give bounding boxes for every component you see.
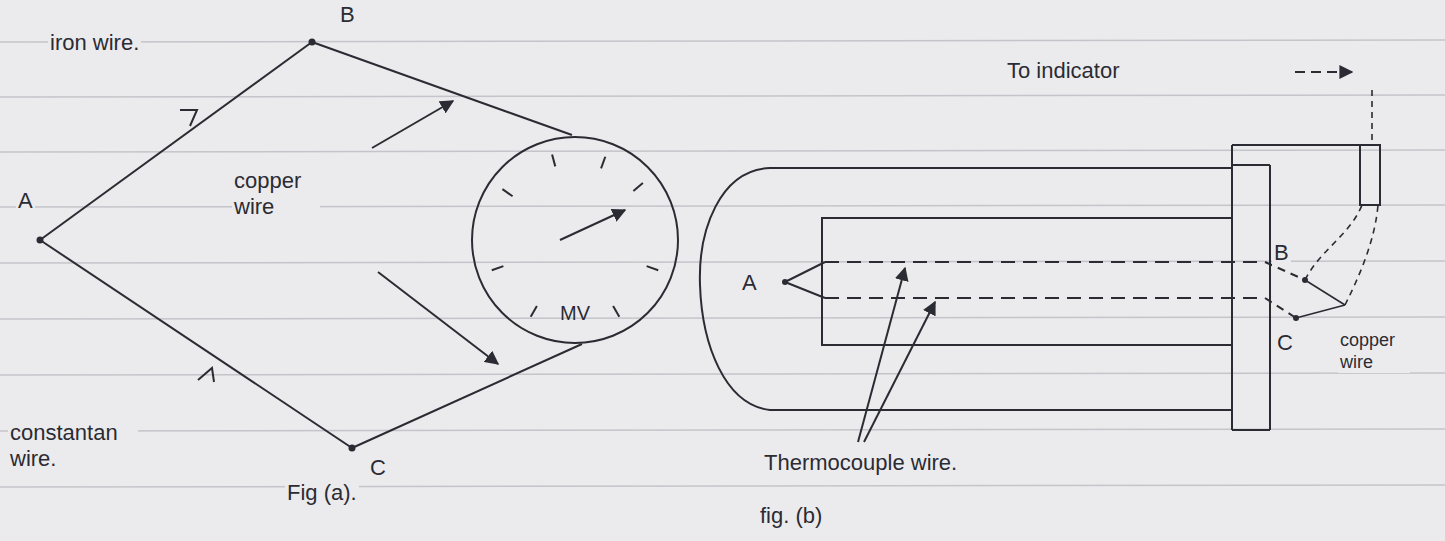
dial-tick — [492, 266, 504, 270]
ruled-line — [0, 40, 1445, 42]
point-label: B — [338, 2, 357, 28]
wire-label: copper wire — [1338, 330, 1410, 373]
dial-needle — [560, 210, 625, 240]
ruled-line — [0, 95, 1445, 97]
thermocouple-wire — [1265, 298, 1296, 318]
ruled-line — [0, 205, 1445, 207]
wire — [40, 42, 582, 448]
leader-line — [378, 272, 498, 364]
thermocouple-wire — [785, 282, 825, 298]
point-label: C — [368, 455, 388, 481]
meter-dial: MV — [470, 135, 680, 345]
leader-line — [372, 101, 453, 148]
dial-tick — [502, 189, 512, 196]
leader-line — [858, 268, 905, 442]
probe-body — [1232, 145, 1380, 205]
junction-dot — [37, 39, 356, 452]
junction-dot — [782, 277, 1308, 321]
point-label: C — [1275, 330, 1295, 356]
copper-wire — [1371, 90, 1373, 140]
probe-body — [1232, 164, 1270, 166]
wire-label: Thermocouple wire. — [762, 450, 959, 476]
ruled-line — [0, 317, 1445, 319]
copper-wire — [1305, 280, 1345, 305]
wire — [352, 344, 582, 448]
ruled-line — [0, 429, 1445, 431]
dial-tick — [552, 154, 555, 166]
probe-body — [1232, 429, 1270, 431]
figure-caption: fig. (b) — [758, 503, 824, 529]
leader-line — [864, 302, 935, 442]
junction-dot — [1302, 277, 1308, 283]
copper-wire — [1345, 205, 1378, 305]
dial-tick — [531, 306, 537, 317]
probe-body — [1269, 165, 1271, 430]
leader-line — [372, 101, 498, 364]
probe-body — [822, 218, 1232, 345]
leader-line — [858, 72, 1352, 442]
probe-body — [1231, 145, 1233, 430]
junction-dot — [782, 279, 788, 285]
ruled-line — [0, 40, 1445, 487]
wire-label: iron wire. — [48, 30, 141, 56]
wire — [40, 240, 352, 448]
junction-dot — [309, 39, 316, 46]
thermocouple-wire — [785, 262, 825, 282]
copper-wire — [1305, 205, 1362, 280]
junction-dot — [1293, 315, 1299, 321]
leader-line — [1295, 71, 1352, 73]
copper-wire — [1296, 305, 1345, 318]
dial-tick — [613, 306, 619, 317]
thermocouple-wire — [785, 262, 1305, 318]
junction-dot — [37, 237, 44, 244]
ruled-line — [0, 261, 1445, 263]
current-arrow — [180, 110, 214, 382]
thermocouple-wire — [825, 297, 1265, 299]
probe-body — [700, 168, 1232, 410]
point-label: B — [1272, 240, 1291, 266]
dial-tick — [647, 266, 659, 270]
junction-dot — [349, 445, 356, 452]
copper-wire — [1296, 90, 1378, 318]
ruled-line — [0, 485, 1445, 487]
wire-label: copper wire — [232, 168, 320, 221]
point-label: A — [16, 188, 35, 214]
current-arrow — [180, 110, 197, 126]
current-arrow — [198, 368, 214, 382]
point-label: A — [740, 270, 759, 296]
wire — [312, 42, 572, 135]
probe-body — [700, 145, 1380, 430]
thermocouple-wire — [825, 261, 1265, 263]
ruled-line — [0, 150, 1445, 152]
dial-tick — [633, 183, 642, 191]
dial-tick — [601, 157, 605, 169]
figure-caption: Fig (a). — [285, 480, 359, 506]
wire-label: constantan wire. — [8, 420, 138, 473]
dial-circle — [472, 137, 678, 343]
meter-label: MV — [560, 301, 590, 325]
indicator-label: To indicator — [1005, 58, 1122, 84]
